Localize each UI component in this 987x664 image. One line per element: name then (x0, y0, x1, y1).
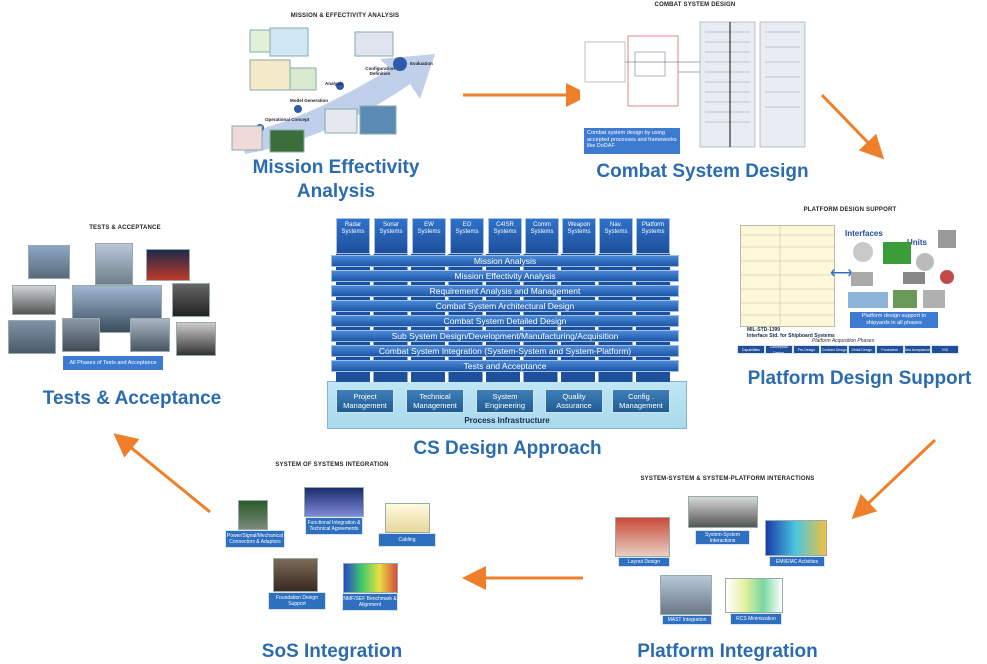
phase-bar: Combat System Integration (System-System… (331, 345, 679, 357)
mgmt-technical: Technical Management (406, 389, 464, 413)
test-photo (28, 245, 70, 279)
test-photo (176, 322, 216, 356)
interaction-item: MAST Integration (662, 615, 712, 625)
tests-note: All Phases of Tests and Acceptance (63, 356, 163, 370)
mgmt-quality: Quality Assurance (545, 389, 603, 413)
system-ew: EW Systems (412, 218, 446, 254)
test-photo (95, 243, 133, 285)
sos-photo (385, 503, 430, 533)
interaction-item: Layout Design (618, 557, 670, 567)
interaction-item: RCS Minimization (730, 613, 782, 625)
combat-caption: COMBAT SYSTEM DESIGN (654, 2, 736, 8)
phase-bar: Sub System Design/Development/Manufactur… (331, 330, 679, 342)
platform-support-note: Platform design support to shipyards in … (850, 312, 938, 328)
test-photo (146, 249, 190, 281)
platform-design-label: Platform Design Support (747, 368, 972, 389)
system-nav: Nav. Systems (599, 218, 633, 254)
mission-step-1: Operational Concept (265, 117, 310, 122)
test-photo (172, 283, 210, 317)
tests-caption: TESTS & ACCEPTANCE (89, 225, 161, 231)
test-photo (12, 285, 56, 315)
mission-flow-graphic (231, 27, 435, 154)
bidirectional-arrow-icon: ⟷ (830, 265, 853, 282)
acq-phase: Capabilities (737, 345, 765, 354)
interaction-photo (725, 578, 783, 613)
arrow-sos-to-tests (113, 433, 211, 514)
process-infrastructure-label: Process Infrastructure (464, 416, 550, 425)
sos-photo (273, 558, 318, 592)
tests-label: Tests & Acceptance (42, 388, 222, 409)
acquisition-phases-title: Platform Acquisition Phases (812, 338, 875, 344)
system-radar: Radar Systems (336, 218, 370, 254)
combat-label: Combat System Design (596, 161, 809, 182)
system-sonar: Sonar Systems (374, 218, 408, 254)
mission-caption: MISSION & EFFECTIVITY ANALYSIS (290, 13, 400, 19)
interaction-photo (765, 520, 827, 556)
sos-item: NMF/SEF Benchmark & Alignment (342, 593, 398, 611)
phase-bar: Requirement Analysis and Management (331, 285, 679, 297)
sos-caption: SYSTEM OF SYSTEMS INTEGRATION (275, 462, 389, 468)
system-platform: Platform Systems (636, 218, 670, 254)
phase-bar: Combat System Architectural Design (331, 300, 679, 312)
platform-design-caption: PLATFORM DESIGN SUPPORT (803, 207, 897, 213)
test-photo (8, 320, 56, 354)
combat-note: Combat system design by using accepted p… (584, 128, 680, 154)
mgmt-project: Project Management (336, 389, 394, 413)
sos-photo (343, 563, 398, 593)
phase-bar: Combat System Detailed Design (331, 315, 679, 327)
units-title: Units (907, 238, 927, 247)
standard-id: MIL-STD-1399 (747, 327, 781, 333)
interface-table-lines (740, 225, 835, 327)
sos-item: Functional Integration & Technical Agree… (305, 517, 363, 535)
mission-step-5: Evaluation (410, 61, 433, 66)
sos-item: Cabling (378, 533, 436, 547)
test-photo (62, 318, 100, 352)
sos-item: Foundation Design Support (268, 592, 326, 610)
phase-bar: Tests and Acceptance (331, 360, 679, 372)
cs-approach-label: CS Design Approach (413, 438, 602, 459)
interaction-photo (615, 517, 670, 557)
arrow-combat-to-platform (820, 93, 885, 160)
acq-phase: Pre-Design (792, 345, 821, 354)
system-comm: Comm Systems (525, 218, 559, 254)
system-weapon: Weapon Systems (562, 218, 596, 254)
phase-bar: Mission Analysis (331, 255, 679, 267)
phase-bar: Mission Effectivity Analysis (331, 270, 679, 282)
interaction-photo (660, 575, 712, 615)
system-c4isr: C4ISR Systems (488, 218, 522, 254)
acq-phase: Conceptual Design (764, 345, 793, 355)
interface-table (740, 225, 835, 327)
acq-phase: Contract Design (820, 345, 848, 354)
interaction-photo (688, 496, 758, 528)
acquisition-phases-row: Capabilities Conceptual Design Pre-Desig… (737, 345, 959, 355)
interactions-caption: SYSTEM-SYSTEM & SYSTEM-PLATFORM INTERACT… (640, 476, 815, 482)
mgmt-config: Config . Management (612, 389, 670, 413)
sos-photo (304, 487, 364, 517)
acq-phase: ISS (931, 345, 959, 354)
standard-desc: Interface Std. for Shipboard Systems (747, 333, 835, 339)
mission-step-4: Configuration Definition (365, 66, 395, 76)
platform-integration-label: Platform Integration (637, 641, 818, 662)
mission-step-2: Model Generation (290, 98, 329, 103)
sos-label: SoS Integration (261, 641, 403, 662)
platform-units-graphic (848, 230, 956, 308)
mgmt-system-engineering: System Engineering (476, 389, 534, 413)
arrow-platform-to-interactions (851, 438, 937, 520)
sos-item: Power/Signal/Mechanical Connectors & Ada… (225, 530, 285, 548)
acq-phase: Detail Design (848, 345, 876, 354)
acq-phase: Sea Acceptance (903, 345, 932, 354)
mission-label: Mission Effectivity Analysis (252, 157, 420, 202)
interaction-item: System-System Interactions (695, 530, 750, 545)
mission-step-3: Analysis (325, 81, 344, 86)
system-eo: EO Systems (450, 218, 484, 254)
interfaces-title: Interfaces (845, 229, 883, 238)
interaction-item: EMI/EMC Activities (769, 556, 825, 567)
acq-phase: Production (875, 345, 904, 354)
sos-photo (238, 500, 268, 530)
test-photo (130, 318, 170, 352)
